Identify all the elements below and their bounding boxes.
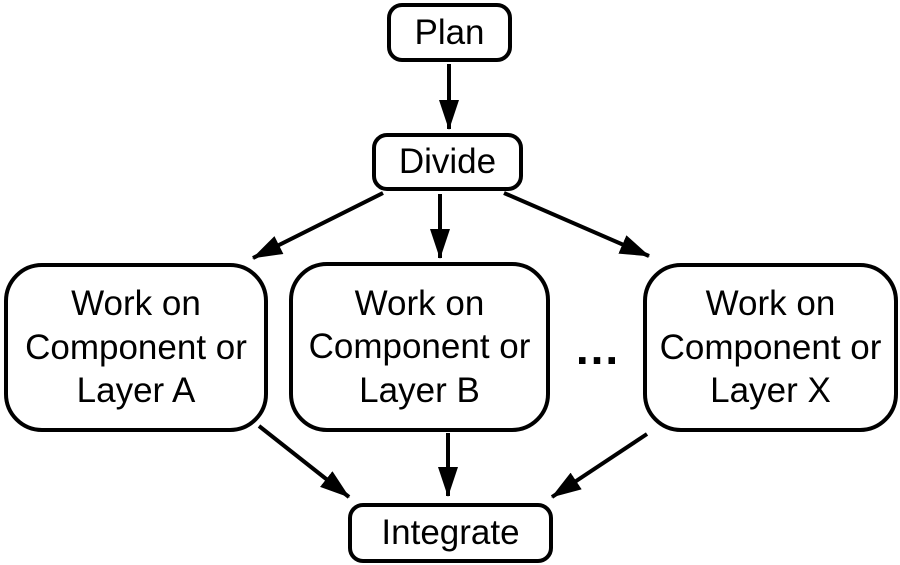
node-plan: Plan — [387, 3, 512, 62]
ellipsis-more-components: ... — [575, 322, 621, 374]
edge-work-x-to-integrate-arrow — [550, 432, 649, 499]
edge-divide-to-work-a-arrow — [252, 191, 384, 260]
node-work-component-layer-b: Work on Component or Layer B — [289, 262, 550, 432]
edge-work-a-to-integrate-arrow — [257, 424, 351, 499]
node-work-component-layer-a: Work on Component or Layer A — [4, 263, 268, 432]
edge-divide-to-work-x-arrow — [503, 191, 650, 258]
node-work-component-layer-x: Work on Component or Layer X — [643, 263, 898, 432]
node-integrate: Integrate — [348, 503, 553, 563]
node-divide: Divide — [372, 133, 523, 191]
